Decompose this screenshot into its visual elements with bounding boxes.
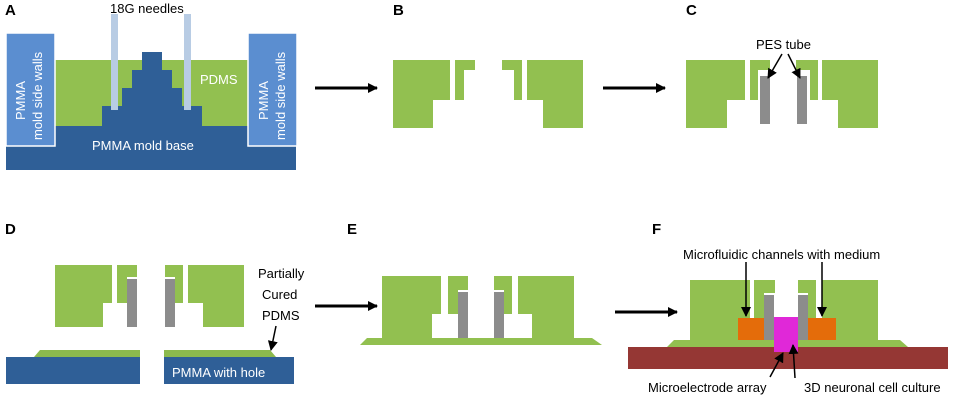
mea-substrate [628, 347, 948, 369]
mold-base-label: PMMA mold base [92, 138, 194, 153]
pmma-side-wall-left [5, 32, 56, 147]
needle-right [184, 14, 191, 110]
panel-b-letter: B [393, 2, 404, 19]
panel-e: E [347, 221, 602, 345]
pes-tube-left [760, 76, 770, 124]
panel-a-letter: A [5, 2, 16, 19]
pdms-cast-halves [393, 60, 583, 128]
needle-left [111, 14, 118, 110]
needles-label: 18G needles [110, 1, 184, 16]
partial-pointer [267, 325, 278, 351]
pmma-with-hole-left [6, 357, 140, 384]
partial-label-3: PDMS [262, 308, 300, 323]
neuronal-cell-culture [774, 317, 798, 352]
mea-label: Microelectrode array [648, 380, 767, 395]
partial-label-1: Partially [258, 266, 305, 281]
pes-tube-right [797, 76, 807, 124]
pes-tube-e-left [458, 292, 468, 338]
pmma-side-wall-right [247, 32, 298, 147]
pes-pointer-left [767, 53, 783, 79]
partial-label-2: Cured [262, 287, 297, 302]
panel-b: B [393, 2, 583, 128]
pes-pointer-right [787, 53, 801, 79]
pdms-cast-halves-c [686, 60, 878, 128]
pmma-with-hole-right [164, 357, 294, 384]
mold-pyramid [102, 52, 202, 126]
pes-tube-f-right [798, 295, 808, 340]
pdms-halves-d [55, 265, 244, 327]
pdms-label: PDMS [200, 72, 238, 87]
pdms-device-e [360, 276, 602, 345]
wall-left-label-1: PMMA [13, 81, 28, 120]
mea-pointer [769, 352, 784, 378]
wall-right-label-2: mold side walls [273, 51, 288, 140]
pmma-hole-label: PMMA with hole [172, 365, 265, 380]
partially-cured-pdms-right [164, 350, 276, 357]
pes-tube-d-left [127, 279, 137, 327]
panel-c-letter: C [686, 2, 697, 19]
wall-right-label-1: PMMA [256, 81, 271, 120]
culture-label: 3D neuronal cell culture [804, 380, 941, 395]
panel-c: C PES tube [686, 2, 878, 128]
panel-f-letter: F [652, 221, 661, 238]
panel-d: D Partially Cured PDMS PMMA with hole [5, 221, 305, 384]
pes-tube-f-left [764, 295, 774, 340]
partially-cured-pdms-left [34, 350, 140, 357]
culture-pointer [788, 344, 799, 379]
panel-f: F Microfluidic channels with medium Micr… [628, 221, 948, 395]
panel-d-letter: D [5, 221, 16, 238]
pes-tube-d-right [165, 279, 175, 327]
panel-a: A PMMA mold side walls PMMA mold side wa… [5, 1, 298, 170]
channels-label: Microfluidic channels with medium [683, 247, 880, 262]
panel-e-letter: E [347, 221, 357, 238]
medium-left [738, 318, 764, 340]
wall-left-label-2: mold side walls [30, 51, 45, 140]
pes-tube-e-right [494, 292, 504, 338]
pes-label: PES tube [756, 37, 811, 52]
medium-right [808, 318, 836, 340]
pmma-mold-base-strip [6, 146, 296, 170]
